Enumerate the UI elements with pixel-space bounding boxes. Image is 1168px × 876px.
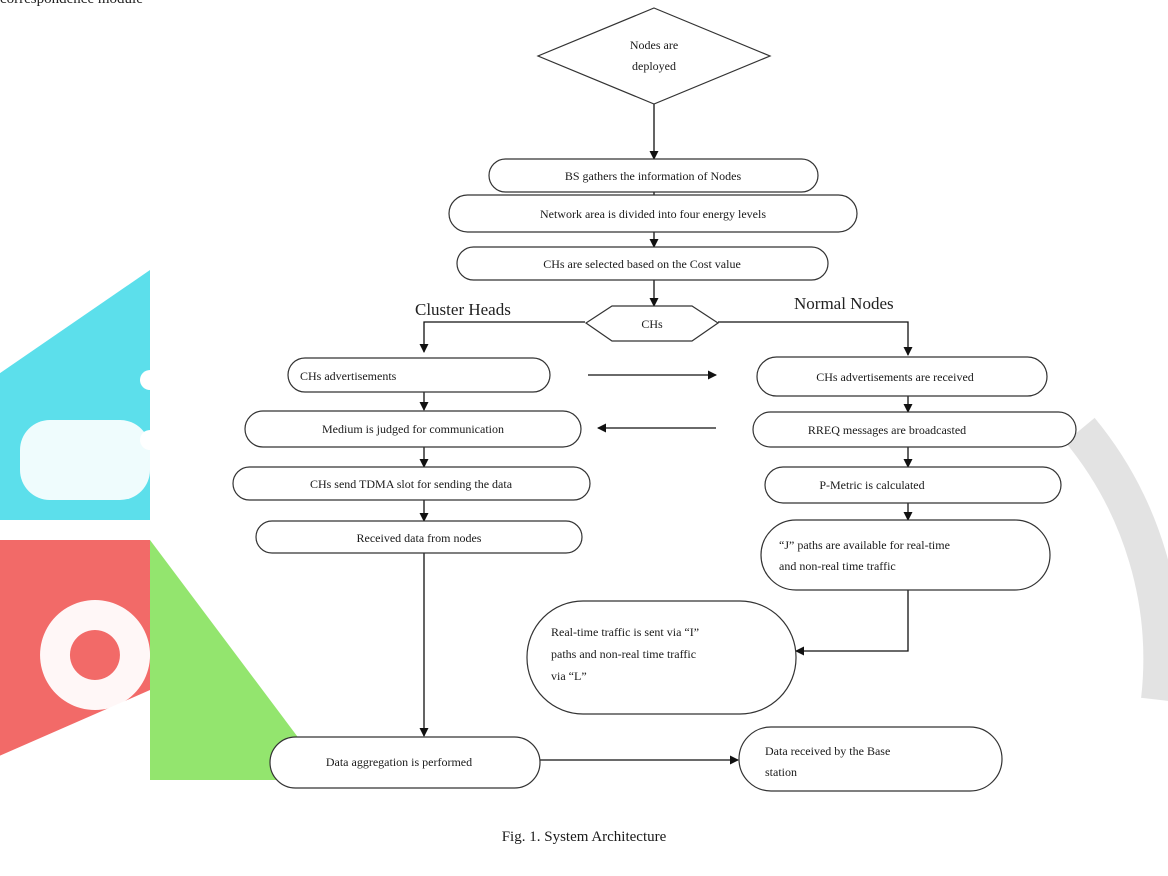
node-realtime-sent-line-3: via “L”	[551, 669, 587, 683]
node-base-station-line-2: station	[765, 765, 797, 779]
node-bs-gathers: BS gathers the information of Nodes	[488, 158, 819, 193]
node-tdma-slot-line-1: CHs send TDMA slot for sending the data	[310, 477, 513, 491]
node-tdma-slot: CHs send TDMA slot for sending the data	[232, 466, 591, 501]
node-base-station: Data received by the Base station	[738, 726, 1003, 792]
node-rreq: RREQ messages are broadcasted	[752, 411, 1077, 448]
header-normal-nodes: Normal Nodes	[794, 294, 894, 313]
header-cluster-heads: Cluster Heads	[415, 300, 511, 319]
node-chs-decision: CHs	[584, 305, 720, 342]
node-bs-gathers-line-1: BS gathers the information of Nodes	[565, 169, 742, 183]
node-received-data: Received data from nodes	[255, 520, 583, 554]
watermark-green-block	[150, 540, 330, 780]
node-chs-selected: CHs are selected based on the Cost value	[456, 246, 829, 281]
figure-caption: Fig. 1. System Architecture	[501, 829, 667, 845]
node-medium-judged-line-1: Medium is judged for communication	[322, 422, 504, 436]
node-medium-judged: Medium is judged for communication	[244, 410, 582, 448]
node-network-area: Network area is divided into four energy…	[448, 194, 858, 233]
node-nodes-deployed-line-1: Nodes are	[630, 38, 678, 52]
node-j-paths-line-2: and non-real time traffic	[779, 559, 896, 573]
node-realtime-sent: Real-time traffic is sent via “I” paths …	[526, 600, 797, 715]
node-base-station-line-1: Data received by the Base	[765, 744, 890, 758]
node-chs-selected-line-1: CHs are selected based on the Cost value	[543, 257, 741, 271]
node-chs-decision-line-1: CHs	[641, 317, 663, 331]
node-nodes-deployed-line-2: deployed	[632, 59, 676, 73]
node-realtime-sent-line-2: paths and non-real time traffic	[551, 647, 696, 661]
watermark-cyan-circuit	[20, 420, 150, 500]
node-adv-received-line-1: CHs advertisements are received	[816, 370, 974, 384]
node-aggregation-line-1: Data aggregation is performed	[326, 755, 472, 769]
node-rreq-line-1: RREQ messages are broadcasted	[808, 423, 966, 437]
node-adv-received: CHs advertisements are received	[756, 356, 1048, 397]
node-j-paths: “J” paths are available for real-time an…	[760, 519, 1051, 591]
node-chs-advertisements-line-1: CHs advertisements	[300, 369, 397, 383]
node-received-data-line-1: Received data from nodes	[357, 531, 482, 545]
node-realtime-sent-line-1: Real-time traffic is sent via “I”	[551, 625, 699, 639]
node-pmetric: P-Metric is calculated	[764, 466, 1062, 504]
node-aggregation: Data aggregation is performed	[269, 736, 541, 789]
edge-decision-right	[718, 321, 913, 356]
node-nodes-deployed: Nodes are deployed	[536, 7, 772, 105]
node-j-paths-line-1: “J” paths are available for real-time	[779, 538, 950, 552]
edge-jpaths-realtime	[795, 590, 909, 656]
top-text: correspondence module	[0, 0, 143, 8]
watermark-gear	[40, 600, 151, 710]
node-network-area-line-1: Network area is divided into four energy…	[540, 207, 766, 221]
watermark-gray-arc	[1065, 417, 1168, 701]
node-pmetric-line-1: P-Metric is calculated	[819, 478, 924, 492]
node-chs-advertisements: CHs advertisements	[287, 357, 551, 393]
edge-decision-left	[419, 321, 585, 353]
